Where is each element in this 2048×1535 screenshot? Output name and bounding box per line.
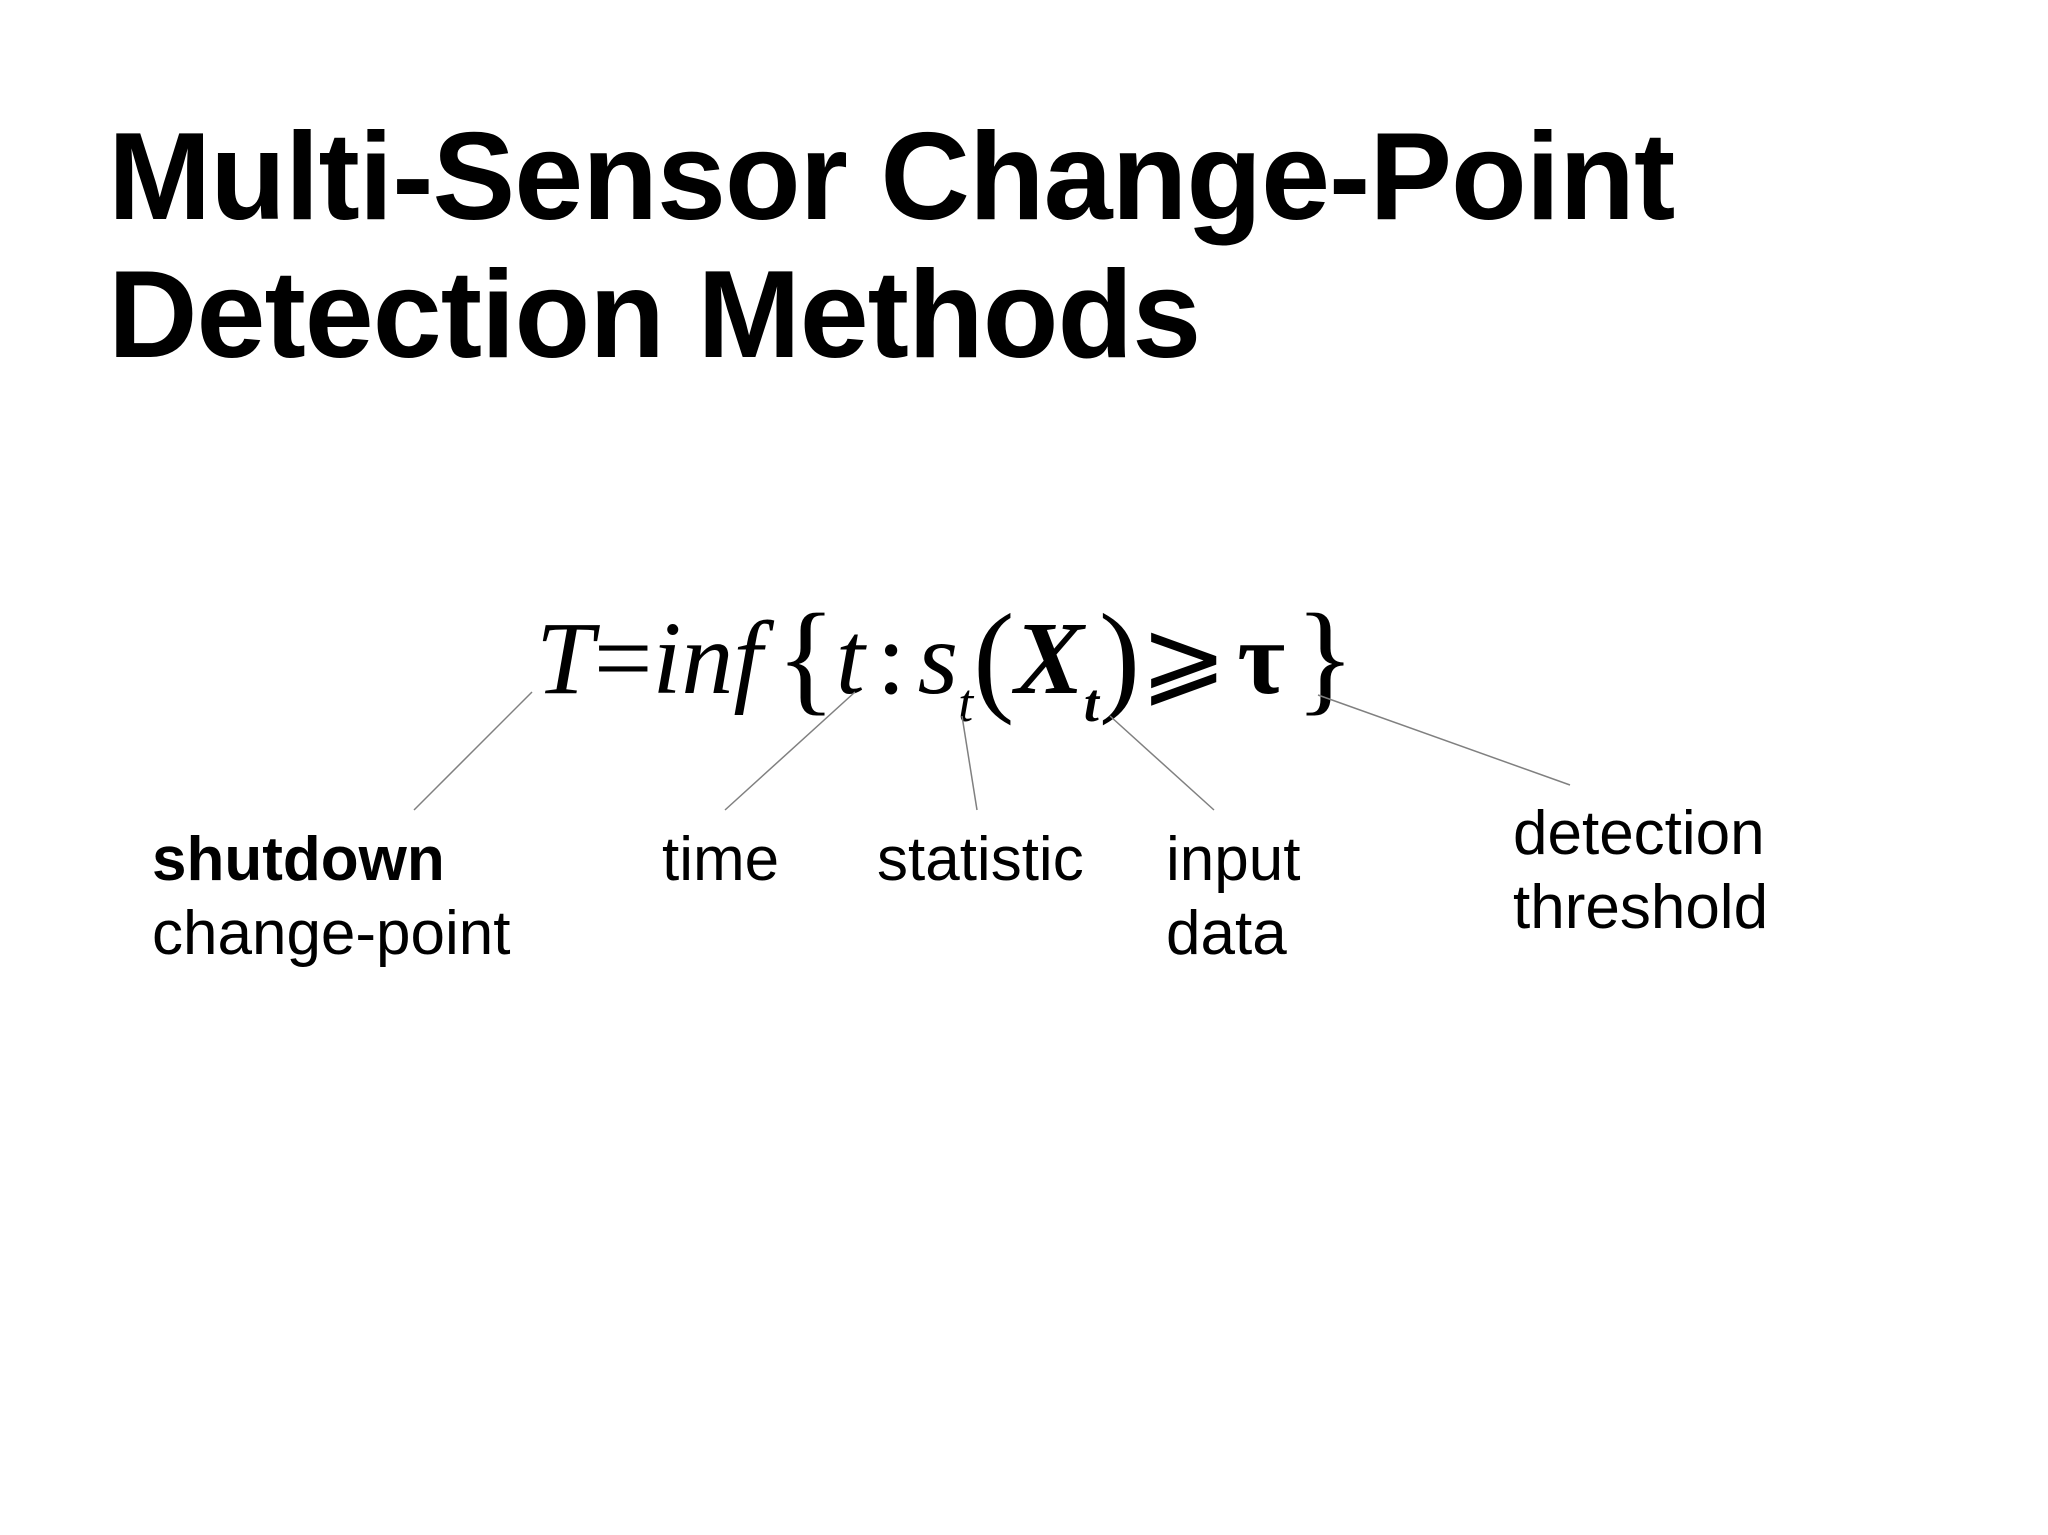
stopping-time-formula: T=inf{t:st(Xt)⩾τ} — [536, 582, 1355, 733]
label-input-line-2: data — [1166, 899, 1287, 968]
formula-t: t — [835, 601, 865, 716]
formula-T: T — [536, 601, 594, 716]
formula-right-paren: ) — [1098, 589, 1141, 726]
formula-X-subscript: t — [1083, 673, 1099, 733]
label-input-line-1: input — [1166, 825, 1301, 894]
slide-title-line-2: Detection Methods — [108, 246, 1201, 384]
connector-shutdown — [413, 691, 533, 811]
formula-colon: : — [876, 601, 906, 716]
slide-title-line-1: Multi-Sensor Change-Point — [108, 108, 1675, 246]
formula-tau: τ — [1237, 601, 1286, 716]
formula-X: X — [1014, 601, 1084, 716]
formula-s-subscript: t — [958, 673, 974, 733]
label-shutdown-line-2: change-point — [152, 899, 511, 968]
label-time-line-1: time — [662, 825, 780, 894]
label-statistic: statistic — [877, 823, 1084, 897]
label-threshold-line-1: detection — [1513, 799, 1765, 868]
connector-input — [1109, 715, 1215, 811]
label-input-data: input data — [1166, 823, 1300, 971]
connector-threshold — [1317, 694, 1571, 786]
label-shutdown-line-1: shutdown — [152, 825, 445, 894]
label-detection-threshold: detection threshold — [1513, 797, 1768, 945]
formula-inf: inf — [652, 601, 763, 716]
formula-left-paren: ( — [973, 589, 1015, 726]
label-threshold-line-2: threshold — [1513, 873, 1769, 942]
formula-equals: = — [593, 601, 653, 716]
label-statistic-line-1: statistic — [877, 825, 1084, 894]
formula-right-brace: } — [1295, 589, 1355, 726]
label-time: time — [662, 823, 779, 897]
formula-s: s — [917, 601, 959, 716]
formula-geq: ⩾ — [1140, 601, 1228, 716]
formula-left-brace: { — [776, 589, 836, 726]
label-shutdown-change-point: shutdown change-point — [152, 823, 511, 971]
slide-title: Multi-Sensor Change-Point Detection Meth… — [108, 108, 1675, 384]
